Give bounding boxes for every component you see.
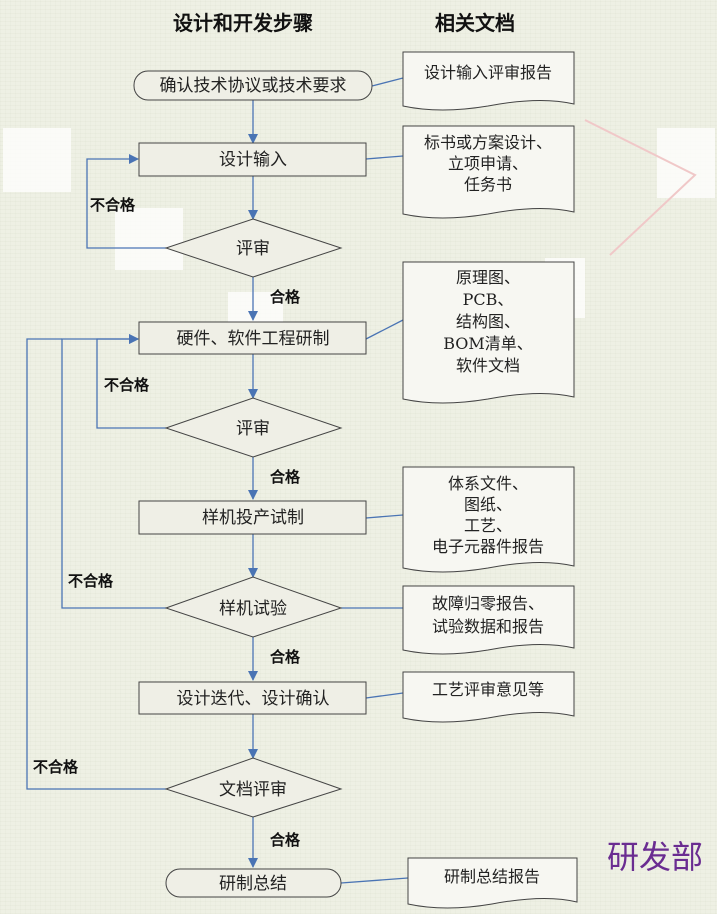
node-review-1-label: 评审 bbox=[236, 239, 270, 259]
feedback-loops bbox=[26, 154, 166, 790]
node-review-1: 评审 bbox=[164, 218, 343, 278]
doc-7-line-1: 研制总结报告 bbox=[444, 867, 540, 886]
fail-label-1: 不合格 bbox=[90, 196, 136, 214]
documents-header: 相关文档 bbox=[435, 11, 515, 35]
node-review-2: 评审 bbox=[164, 397, 343, 458]
doc-3-line-4: BOM清单、 bbox=[443, 334, 533, 353]
doc-4: 体系文件、 图纸、 工艺、 电子元器件报告 bbox=[402, 466, 575, 573]
doc-5-line-1: 故障归零报告、 bbox=[432, 594, 544, 613]
document-connectors bbox=[340, 77, 409, 884]
doc-3-line-1: 原理图、 bbox=[456, 268, 520, 287]
doc-2-line-2: 立项申请、 bbox=[448, 154, 528, 173]
department-label: 研发部 bbox=[607, 838, 703, 876]
node-start-label: 确认技术协议或技术要求 bbox=[160, 76, 347, 96]
doc-1: 设计输入评审报告 bbox=[402, 51, 575, 111]
node-design-input: 设计输入 bbox=[138, 142, 367, 177]
pass-label-3: 合格 bbox=[269, 648, 301, 666]
pass-label-2: 合格 bbox=[269, 468, 301, 486]
node-summary-label: 研制总结 bbox=[219, 874, 287, 894]
node-start: 确认技术协议或技术要求 bbox=[133, 70, 373, 101]
doc-7: 研制总结报告 bbox=[407, 857, 578, 909]
node-prototype-test: 样机试验 bbox=[164, 576, 343, 638]
node-iteration-label: 设计迭代、设计确认 bbox=[177, 689, 330, 709]
node-doc-review: 文档评审 bbox=[164, 757, 343, 818]
node-summary: 研制总结 bbox=[165, 868, 342, 898]
doc-5: 故障归零报告、 试验数据和报告 bbox=[402, 585, 575, 655]
doc-3-line-2: PCB、 bbox=[463, 290, 514, 309]
doc-2-line-1: 标书或方案设计、 bbox=[424, 133, 552, 152]
node-review-2-label: 评审 bbox=[236, 419, 270, 439]
node-prototype-label: 样机投产试制 bbox=[202, 508, 304, 528]
doc-3-line-3: 结构图、 bbox=[456, 312, 520, 331]
node-prototype: 样机投产试制 bbox=[138, 500, 367, 535]
doc-1-line-1: 设计输入评审报告 bbox=[424, 63, 552, 82]
doc-6-line-1: 工艺评审意见等 bbox=[432, 680, 544, 699]
doc-4-line-1: 体系文件、 bbox=[448, 474, 528, 493]
node-iteration: 设计迭代、设计确认 bbox=[138, 681, 367, 715]
doc-3: 原理图、 PCB、 结构图、 BOM清单、 软件文档 bbox=[402, 261, 575, 404]
doc-4-line-3: 工艺、 bbox=[464, 516, 512, 535]
fail-label-3: 不合格 bbox=[68, 572, 114, 590]
steps-header: 设计和开发步骤 bbox=[173, 11, 313, 35]
doc-2-line-3: 任务书 bbox=[464, 175, 512, 194]
node-design-input-label: 设计输入 bbox=[219, 150, 287, 170]
doc-2: 标书或方案设计、 立项申请、 任务书 bbox=[402, 125, 575, 219]
node-hw-sw-dev: 硬件、软件工程研制 bbox=[138, 321, 367, 355]
fail-label-2: 不合格 bbox=[104, 376, 150, 394]
doc-4-line-4: 电子元器件报告 bbox=[432, 537, 544, 556]
doc-3-line-5: 软件文档 bbox=[456, 356, 520, 375]
fail-label-4: 不合格 bbox=[33, 758, 79, 776]
doc-4-line-2: 图纸、 bbox=[464, 495, 512, 514]
node-doc-review-label: 文档评审 bbox=[219, 780, 287, 800]
node-hw-sw-dev-label: 硬件、软件工程研制 bbox=[177, 329, 330, 349]
node-prototype-test-label: 样机试验 bbox=[219, 599, 287, 619]
pass-label-4: 合格 bbox=[269, 831, 301, 849]
doc-5-line-2: 试验数据和报告 bbox=[432, 617, 544, 636]
pass-label-1: 合格 bbox=[269, 288, 301, 306]
doc-6: 工艺评审意见等 bbox=[402, 671, 575, 723]
